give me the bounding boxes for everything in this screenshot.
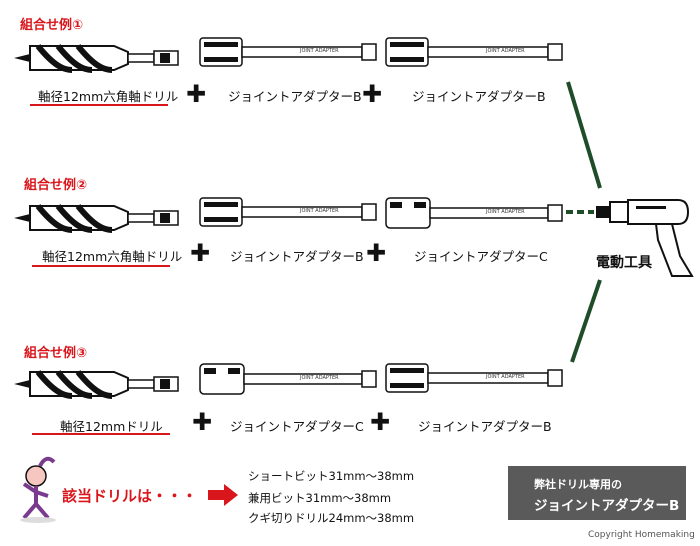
example-1-adapter-1-label: ジョイントアダプターB [228, 89, 362, 104]
example-1-title: 組合せ例① [20, 18, 84, 33]
applicable-drill-heading: 該当ドリルは・・・ [62, 487, 198, 505]
drill-label-underline [32, 433, 170, 435]
example-1-drill-label: 軸径12mm六角軸ドリル [38, 89, 179, 104]
plus-icon: ✚ [190, 239, 211, 267]
plus-icon: ✚ [370, 408, 391, 436]
adapter-engraving: JOINT ADAPTER [486, 48, 525, 54]
badge-line-1: 弊社ドリル専用の [534, 478, 622, 491]
adapter-engraving: JOINT ADAPTER [300, 375, 339, 381]
plus-icon: ✚ [362, 80, 383, 108]
example-1-adapter-2-label: ジョイントアダプターB [412, 89, 546, 104]
adapter-engraving: JOINT ADAPTER [486, 374, 525, 380]
example-3-adapter-2-label: ジョイントアダプターB [418, 419, 552, 434]
copyright-text: Copyright Homemaking [588, 530, 695, 540]
example-3-adapter-1-label: ジョイントアダプターC [230, 419, 364, 434]
connector-line-3 [570, 279, 602, 363]
adapter-engraving: JOINT ADAPTER [486, 209, 525, 215]
adapter-b-badge: 弊社ドリル専用の ジョイントアダプターB [508, 466, 686, 520]
example-2-title: 組合せ例② [24, 178, 88, 193]
example-2-adapter-2-label: ジョイントアダプターC [414, 249, 548, 264]
mascot-icon [20, 456, 56, 523]
drill-label-underline [32, 265, 170, 267]
example-3-drill-label: 軸径12mmドリル [60, 419, 163, 434]
plus-icon: ✚ [186, 80, 207, 108]
example-2-drill-label: 軸径12mm六角軸ドリル [42, 249, 183, 264]
drill-type-item: クギ切りドリル24mm〜38mm [248, 511, 415, 525]
drill-label-underline [30, 104, 168, 106]
plus-icon: ✚ [366, 239, 387, 267]
adapter-engraving: JOINT ADAPTER [300, 48, 339, 54]
power-tool-label: 電動工具 [596, 255, 652, 271]
plus-icon: ✚ [192, 408, 213, 436]
red-arrow-icon [208, 484, 238, 506]
example-3-title: 組合せ例③ [24, 346, 88, 361]
badge-line-2: ジョイントアダプターB [534, 498, 680, 514]
adapter-engraving: JOINT ADAPTER [300, 208, 339, 214]
drill-type-item: ショートビット31mm〜38mm [248, 469, 415, 483]
electric-drill-icon [596, 199, 694, 277]
drill-type-item: 兼用ビット31mm〜38mm [248, 491, 392, 505]
connector-line-1 [566, 81, 602, 189]
example-2-adapter-1-label: ジョイントアダプターB [230, 249, 364, 264]
